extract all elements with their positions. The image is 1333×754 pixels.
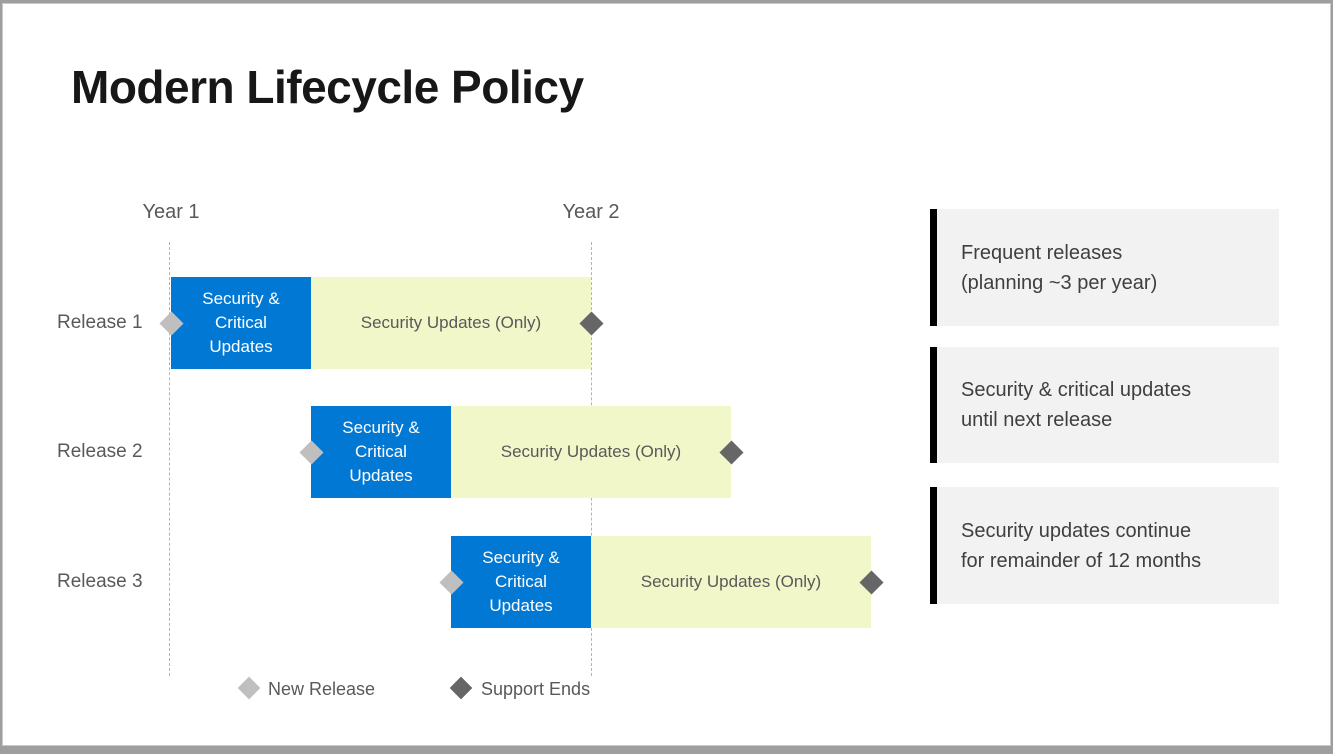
release-2-critical-updates-text: Security & Critical Updates — [342, 418, 420, 485]
release-1-critical-updates-bar: Security & Critical Updates — [171, 277, 311, 369]
note-security-critical-updates-text: Security & critical updates until next r… — [961, 379, 1192, 431]
note-frequent-releases: Frequent releases (planning ~3 per year) — [930, 209, 1279, 326]
release-3-security-updates-bar: Security Updates (Only) — [591, 536, 871, 628]
year-1-gridline — [169, 242, 170, 676]
legend-support-ends-label: Support Ends — [481, 679, 591, 699]
release-3-critical-updates-bar: Security & Critical Updates — [451, 536, 591, 628]
release-3-label: Release 3 — [57, 571, 143, 592]
note-security-critical-updates: Security & critical updates until next r… — [930, 347, 1279, 463]
note-security-updates-continue: Security updates continue for remainder … — [930, 487, 1279, 604]
legend-new-release-label: New Release — [268, 679, 376, 699]
slide-canvas: Modern Lifecycle Policy Year 1 Year 2 Re… — [2, 3, 1331, 746]
release-1-critical-updates-text: Security & Critical Updates — [202, 289, 280, 356]
release-3-security-updates-text: Security Updates (Only) — [640, 572, 822, 591]
release-1-security-updates-bar: Security Updates (Only) — [311, 277, 591, 369]
year-2-label: Year 2 — [562, 201, 620, 223]
page-title: Modern Lifecycle Policy — [71, 61, 584, 113]
release-2-security-updates-text: Security Updates (Only) — [500, 442, 682, 461]
release-2-critical-updates-bar: Security & Critical Updates — [311, 406, 451, 498]
release-1-label: Release 1 — [57, 312, 143, 333]
note-security-updates-continue-text: Security updates continue for remainder … — [961, 519, 1202, 572]
year-1-label: Year 1 — [142, 201, 200, 223]
note-frequent-releases-text: Frequent releases (planning ~3 per year) — [961, 241, 1158, 294]
new-release-diamond-icon — [237, 676, 261, 700]
release-3-critical-updates-text: Security & Critical Updates — [482, 548, 560, 615]
release-1-security-updates-text: Security Updates (Only) — [360, 313, 542, 332]
support-ends-diamond-icon — [449, 676, 473, 700]
release-2-label: Release 2 — [57, 441, 143, 462]
release-2-security-updates-bar: Security Updates (Only) — [451, 406, 731, 498]
